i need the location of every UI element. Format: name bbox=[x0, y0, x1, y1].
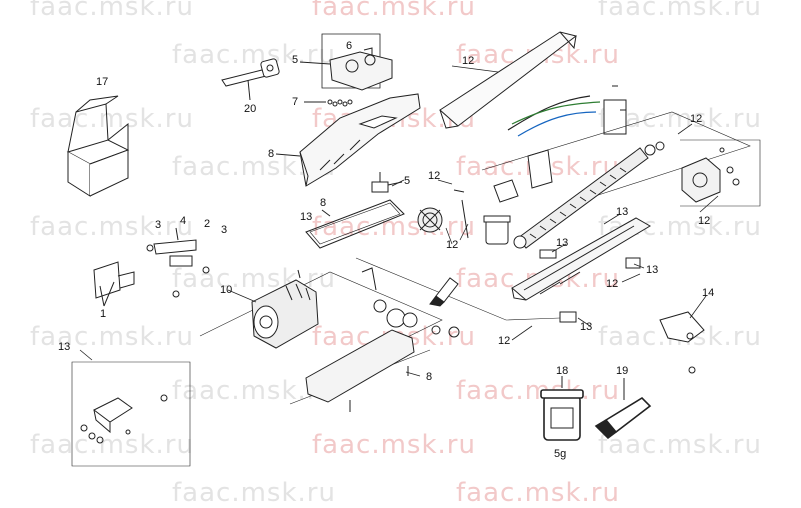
callout-5: 5 bbox=[404, 175, 411, 187]
watermark: faac.msk.ru bbox=[598, 430, 762, 460]
callout-13: 13 bbox=[556, 237, 569, 249]
part-1-plate bbox=[93, 261, 180, 307]
part-12-cover-profile bbox=[439, 31, 578, 129]
part-13-blocks bbox=[539, 249, 641, 323]
part-7-fasteners bbox=[304, 99, 353, 107]
exploded-parts-diagram: faac.msk.ru faac.msk.ru faac.msk.ru faac… bbox=[30, 0, 762, 508]
watermark: faac.msk.ru bbox=[312, 430, 476, 460]
parts-drawing bbox=[66, 31, 761, 467]
part-13-control-box bbox=[80, 394, 168, 444]
callout-14: 14 bbox=[702, 287, 715, 299]
part-19-grease-tube bbox=[594, 378, 652, 440]
watermark: faac.msk.ru bbox=[30, 0, 194, 22]
watermark: faac.msk.ru bbox=[30, 322, 194, 352]
callout-12: 12 bbox=[698, 215, 711, 227]
callout-19: 19 bbox=[616, 365, 629, 377]
part-12-end-cap bbox=[681, 147, 740, 203]
part-12-rail bbox=[511, 217, 651, 301]
part-8-cover bbox=[275, 93, 421, 187]
part-13-gasket bbox=[305, 199, 405, 249]
watermark: faac.msk.ru bbox=[30, 430, 194, 460]
callout-8: 8 bbox=[268, 148, 275, 160]
part-8-lower-housing bbox=[305, 267, 460, 412]
callout-12: 12 bbox=[498, 335, 511, 347]
callout-8: 8 bbox=[426, 371, 433, 383]
assembly-guide-lines bbox=[71, 111, 761, 467]
callout-20: 20 bbox=[244, 103, 257, 115]
part-14-bracket bbox=[659, 311, 705, 374]
callout-3: 3 bbox=[155, 219, 162, 231]
part-18-grease-jar bbox=[540, 376, 584, 441]
leader-lines bbox=[79, 65, 719, 377]
callout-12: 12 bbox=[606, 278, 619, 290]
part-12-grease-jar bbox=[483, 215, 511, 245]
callout-13: 13 bbox=[616, 206, 629, 218]
part-12-brackets bbox=[493, 149, 553, 203]
watermark: faac.msk.ru bbox=[30, 212, 194, 242]
callout-3: 3 bbox=[221, 224, 228, 236]
callout-12: 12 bbox=[428, 170, 441, 182]
callout-13: 13 bbox=[646, 264, 659, 276]
part-2-3-4-pins bbox=[146, 227, 210, 274]
callout-12: 12 bbox=[690, 113, 703, 125]
part-12-gear bbox=[417, 189, 469, 239]
callout-7: 7 bbox=[292, 96, 299, 108]
callout-2: 2 bbox=[204, 218, 211, 230]
callout-17: 17 bbox=[96, 76, 109, 88]
part-6-gear-assembly bbox=[299, 33, 393, 91]
watermark: faac.msk.ru bbox=[30, 104, 194, 134]
callout-1: 1 bbox=[100, 308, 107, 320]
callout-4: 4 bbox=[180, 215, 187, 227]
part-grease-tube-small bbox=[429, 277, 459, 307]
watermark: faac.msk.ru bbox=[172, 40, 336, 70]
callout-13: 13 bbox=[58, 341, 71, 353]
callout-13: 13 bbox=[580, 321, 593, 333]
callout-13: 13 bbox=[300, 211, 313, 223]
callout-18: 18 bbox=[556, 365, 569, 377]
watermark: faac.msk.ru bbox=[598, 0, 762, 22]
callout-8: 8 bbox=[320, 197, 327, 209]
watermark: faac.msk.ru bbox=[456, 376, 620, 406]
part-10-motor bbox=[251, 269, 319, 349]
grease-jar-label: 5g bbox=[554, 448, 567, 460]
callout-12: 12 bbox=[462, 55, 475, 67]
callout-12: 12 bbox=[446, 239, 459, 251]
part-12-worm-screw bbox=[513, 141, 665, 249]
part-20-key bbox=[221, 58, 280, 101]
part-5-pin bbox=[371, 172, 403, 193]
part-12-cables bbox=[507, 85, 627, 137]
callout-10: 10 bbox=[220, 284, 233, 296]
callout-6: 6 bbox=[346, 40, 353, 52]
callout-5: 5 bbox=[292, 54, 299, 66]
watermark: faac.msk.ru bbox=[312, 0, 476, 22]
part-17-box bbox=[66, 95, 130, 197]
